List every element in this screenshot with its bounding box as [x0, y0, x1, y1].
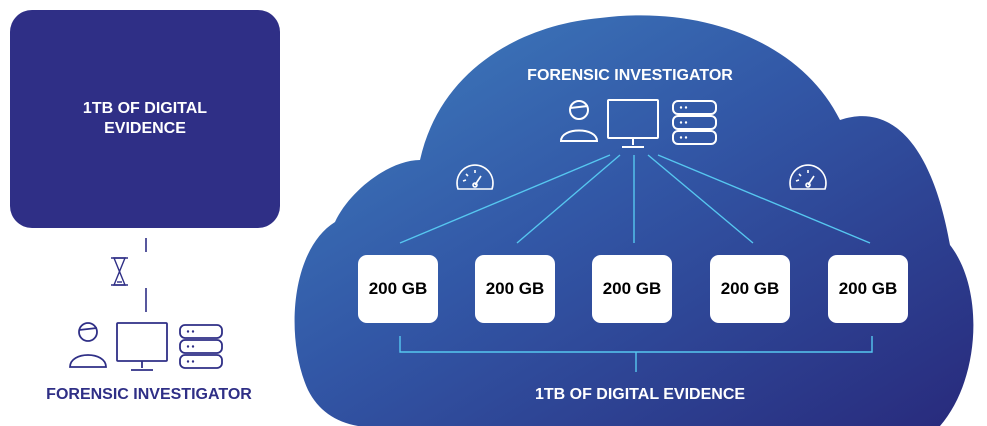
speedometer-icon — [789, 164, 827, 190]
chunk-label: 200 GB — [838, 279, 898, 298]
hourglass-icon — [111, 257, 128, 286]
cloud-server-icon — [672, 100, 717, 145]
server-icon — [179, 324, 223, 369]
local-investigator-label: FORENSIC INVESTIGATOR — [46, 386, 252, 403]
evidence-chunk: 200 GB — [475, 255, 555, 323]
evidence-chunk: 200 GB — [828, 255, 908, 323]
chunk-label: 200 GB — [602, 279, 662, 298]
cloud-investigator-title: FORENSIC INVESTIGATOR — [527, 67, 733, 84]
cloud-evidence-label: 1TB OF DIGITAL EVIDENCE — [534, 386, 746, 403]
monitor-icon — [116, 322, 168, 371]
cloud-person-icon — [559, 100, 599, 142]
chunk-label: 200 GB — [368, 279, 428, 298]
evidence-box: 1TB OF DIGITAL EVIDENCE — [10, 10, 280, 228]
chunk-label: 200 GB — [720, 279, 780, 298]
cloud-monitor-icon — [607, 99, 659, 148]
bottom-bracket — [399, 336, 873, 372]
evidence-box-text: 1TB OF DIGITAL EVIDENCE — [82, 100, 208, 137]
evidence-chunk: 200 GB — [358, 255, 438, 323]
connector-lines — [399, 154, 871, 244]
person-icon — [69, 322, 107, 368]
chunk-label: 200 GB — [485, 279, 545, 298]
speedometer-icon — [456, 164, 494, 190]
evidence-chunk: 200 GB — [592, 255, 672, 323]
evidence-chunk: 200 GB — [710, 255, 790, 323]
